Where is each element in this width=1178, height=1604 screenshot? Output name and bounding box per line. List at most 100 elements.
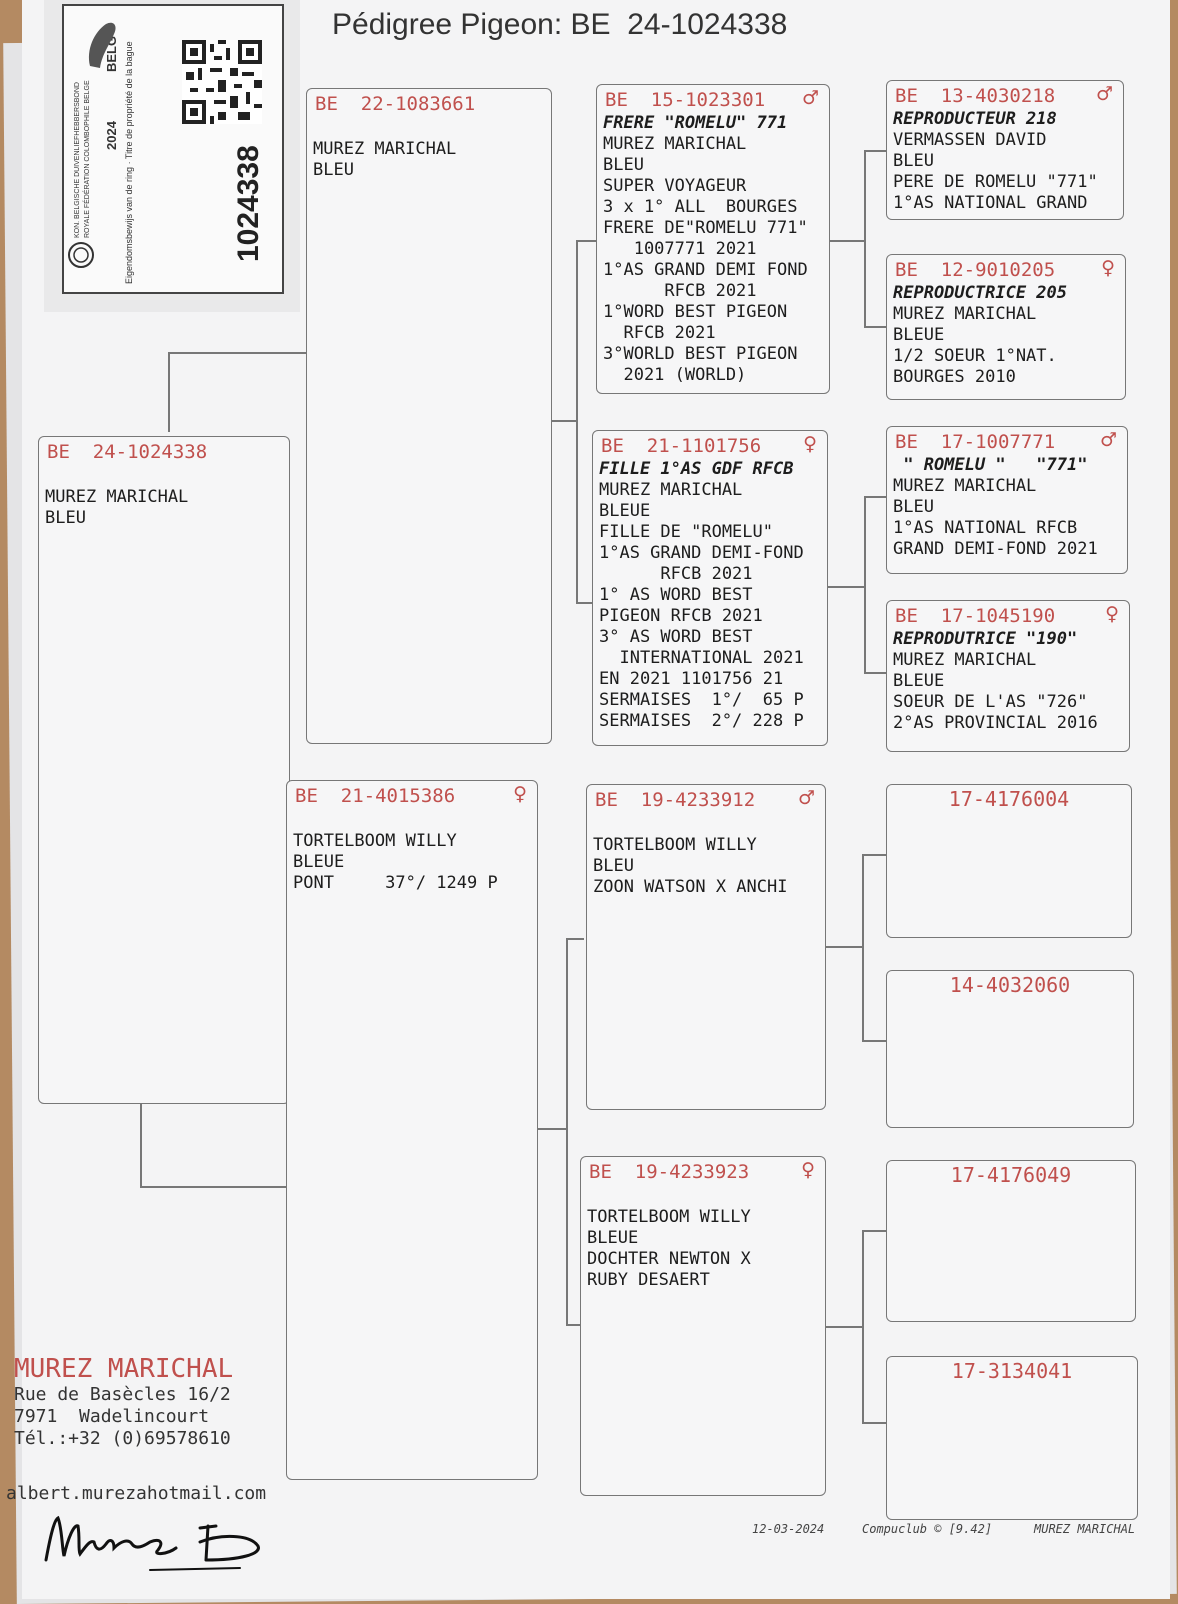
country-prefix: BE xyxy=(895,605,918,627)
connector xyxy=(576,240,578,602)
color-line: BLEUE xyxy=(293,852,345,872)
detail-line: BLEU xyxy=(893,497,934,517)
ring-number: 24-1024338 xyxy=(92,441,208,463)
detail-line: 2021 (WORLD) xyxy=(603,365,747,385)
connector xyxy=(864,150,886,152)
ring-header: BE 21-1101756♀ xyxy=(601,433,819,459)
detail-line: BLEU xyxy=(893,151,934,171)
detail-line: BLEUE xyxy=(599,501,651,521)
pigeon-name: REPRODUCTRICE 205 xyxy=(893,283,1067,303)
female-icon: ♀ xyxy=(801,1159,815,1181)
connector xyxy=(862,854,864,1040)
connector xyxy=(862,1422,886,1424)
country-prefix: BE xyxy=(605,89,628,111)
ring-number: 15-1023301 xyxy=(650,89,766,111)
detail-line: PERE DE ROMELU "771" xyxy=(893,172,1098,192)
print-date: 12-03-2024 xyxy=(752,1522,825,1536)
detail-line: MUREZ MARICHAL xyxy=(599,480,743,500)
country-prefix: BE xyxy=(895,85,918,107)
connector xyxy=(534,1128,566,1130)
ring-header: BE 17-1007771 ♂ xyxy=(895,429,1119,455)
female-icon: ♀ xyxy=(513,783,527,805)
detail-line: 3 x 1° ALL BOURGES xyxy=(603,197,798,217)
detail-line: SERMAISES 2°/ 228 P xyxy=(599,711,804,731)
ring-header: BE 17-1045190♀ xyxy=(895,603,1121,629)
country-prefix: BE xyxy=(47,441,70,463)
detail-line: MUREZ MARICHAL xyxy=(893,476,1037,496)
connector xyxy=(864,326,886,328)
connector xyxy=(140,1186,286,1188)
color-line: BLEU xyxy=(45,508,86,528)
connector xyxy=(140,1094,142,1186)
ring-number: 17-1007771 xyxy=(940,431,1056,453)
breeder-line: TORTELBOOM WILLY xyxy=(293,831,457,851)
connector xyxy=(864,672,886,674)
ring-number: 17-4176049 xyxy=(950,1163,1072,1187)
male-icon: ♂ xyxy=(1099,429,1117,451)
connector xyxy=(864,150,866,326)
footer-breeder: MUREZ MARICHAL xyxy=(1034,1522,1136,1536)
detail-line: RUBY DESAERT xyxy=(587,1270,710,1290)
detail-line: INTERNATIONAL 2021 xyxy=(599,648,804,668)
detail-line: GRAND DEMI-FOND 2021 xyxy=(893,539,1098,559)
result-line: PONT 37°/ 1249 P xyxy=(293,873,498,893)
ring-card-federation-fr: ROYALE FÉDÉRATION COLOMBOPHILE BELGE xyxy=(84,80,91,238)
ring-card-ownership-text: Eigendomsbewijs van de ring · Titre de p… xyxy=(124,41,134,284)
connector xyxy=(862,1230,864,1422)
owner-street: Rue de Basècles 16/2 xyxy=(14,1384,231,1405)
connector xyxy=(168,352,310,354)
connector xyxy=(862,1040,886,1042)
detail-line: ZOON WATSON X ANCHI xyxy=(593,877,788,897)
detail-line: 1007771 2021 xyxy=(603,239,757,259)
owner-city: 7971 Wadelincourt xyxy=(14,1406,210,1427)
ring-header: BE 12-9010205♀ xyxy=(895,257,1117,283)
ring-number: 17-1045190 xyxy=(940,605,1056,627)
ring-number: 21-1101756 xyxy=(646,435,762,457)
detail-line: 1°AS GRAND DEMI FOND xyxy=(603,260,808,280)
owner-phone: Tél.:+32 (0)69578610 xyxy=(14,1428,231,1449)
color-line: BLEU xyxy=(313,160,354,180)
pigeon-name: REPRODUTRICE "190" xyxy=(893,629,1078,649)
owner-name: MUREZ MARICHAL xyxy=(14,1354,234,1384)
breeder-line: TORTELBOOM WILLY xyxy=(587,1207,751,1227)
pigeon-name: " ROMELU " "771" xyxy=(893,455,1088,475)
ring-number: 14-4032060 xyxy=(949,973,1071,997)
connector xyxy=(864,496,866,672)
country-prefix: BE xyxy=(295,785,318,807)
country-prefix: BE xyxy=(895,259,918,281)
female-icon: ♀ xyxy=(1101,257,1115,279)
connector xyxy=(826,586,864,588)
detail-line: SERMAISES 1°/ 65 P xyxy=(599,690,804,710)
great-grandparent-box-5: 17-4176004 xyxy=(886,784,1132,938)
handwritten-signature xyxy=(44,1515,260,1571)
country-prefix: BE xyxy=(895,431,918,453)
detail-line: PIGEON RFCB 2021 xyxy=(599,606,763,626)
ring-header: BE 19-4233912♂ xyxy=(595,787,817,813)
male-icon: ♂ xyxy=(801,87,819,109)
detail-line: FILLE DE "ROMELU" xyxy=(599,522,773,542)
detail-line: BLEU xyxy=(603,155,644,175)
color-line: BLEU xyxy=(593,856,634,876)
ring-header: BE 15-1023301 ♂ xyxy=(605,87,821,113)
pigeon-name: FRERE "ROMELU" 771 xyxy=(603,113,788,133)
software-credit: Compuclub © [9.42] xyxy=(862,1522,993,1536)
female-icon: ♀ xyxy=(803,433,817,455)
ring-number: 17-3134041 xyxy=(951,1359,1073,1383)
breeder-line: MUREZ MARICHAL xyxy=(313,139,457,159)
pigeon-logo-icon xyxy=(88,22,116,69)
detail-line: RFCB 2021 xyxy=(603,281,757,301)
detail-line: 1/2 SOEUR 1°NAT. xyxy=(893,346,1057,366)
detail-line: MUREZ MARICHAL xyxy=(893,650,1037,670)
